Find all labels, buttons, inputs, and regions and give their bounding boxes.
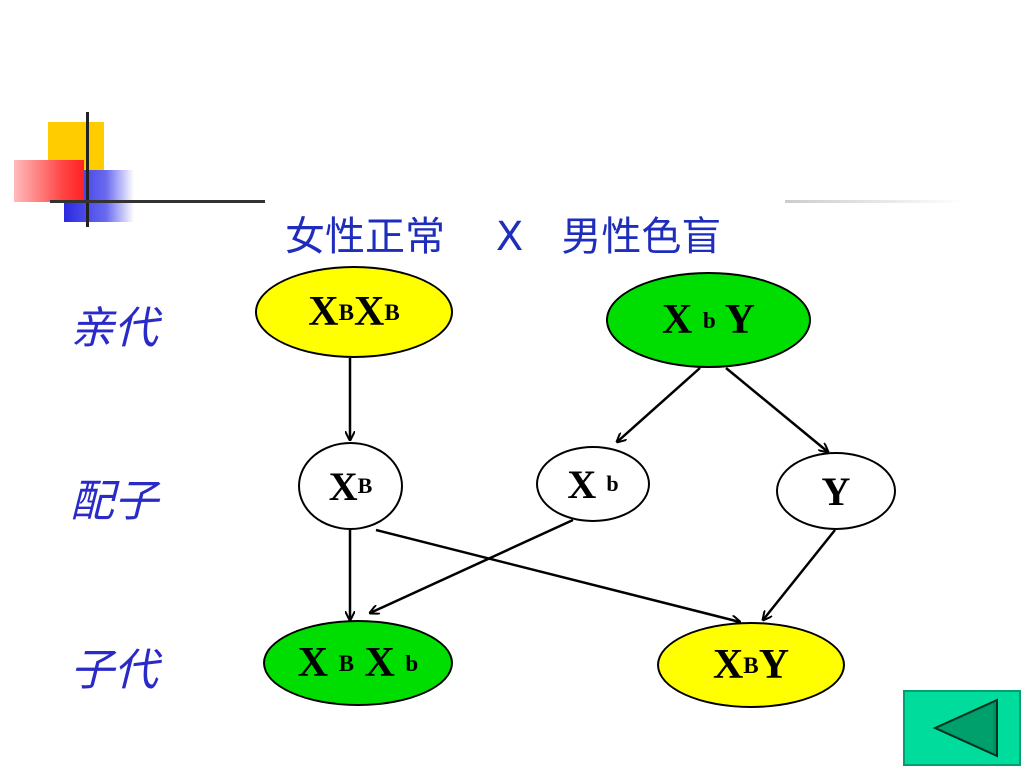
arrow-xB-to-son xyxy=(375,528,740,622)
gamete-xB-base: X xyxy=(328,463,358,509)
arrow-father-to-xb xyxy=(617,367,701,442)
corner-decoration xyxy=(0,100,965,230)
label-parents: 亲代 xyxy=(70,303,158,354)
node-father-genotype: X b Y xyxy=(606,272,811,368)
arrow-y-to-son xyxy=(763,529,836,620)
back-triangle-icon xyxy=(932,698,998,758)
son-allele-base-2: Y xyxy=(758,642,790,688)
node-daughter-genotype: X B X b xyxy=(263,620,453,706)
red-square xyxy=(14,160,84,202)
gamete-y-base: Y xyxy=(821,468,851,514)
title-underline xyxy=(785,200,965,203)
label-offspring: 子代 xyxy=(70,645,158,696)
node-gamete-y: Y xyxy=(776,452,896,530)
mother-allele-base-2: X xyxy=(354,289,385,335)
gamete-xb-base: X xyxy=(567,461,607,507)
arrow-father-to-y xyxy=(725,367,828,452)
vertical-line xyxy=(86,112,89,227)
previous-slide-button[interactable] xyxy=(903,690,1021,766)
mother-allele-base-1: X xyxy=(308,289,339,335)
daughter-allele-base-1: X xyxy=(297,640,339,686)
father-allele-base-1: X xyxy=(662,297,703,343)
daughter-allele-base-2: X xyxy=(354,640,406,686)
node-gamete-xb: X b xyxy=(536,446,650,522)
horizontal-line xyxy=(50,200,265,203)
son-allele-base-1: X xyxy=(712,642,744,688)
arrow-xb-to-daughter xyxy=(370,518,574,613)
label-gametes: 配子 xyxy=(70,476,158,527)
father-allele-base-2: Y xyxy=(715,297,755,343)
cross-title: 女性正常 X 男性色盲 xyxy=(285,214,722,260)
